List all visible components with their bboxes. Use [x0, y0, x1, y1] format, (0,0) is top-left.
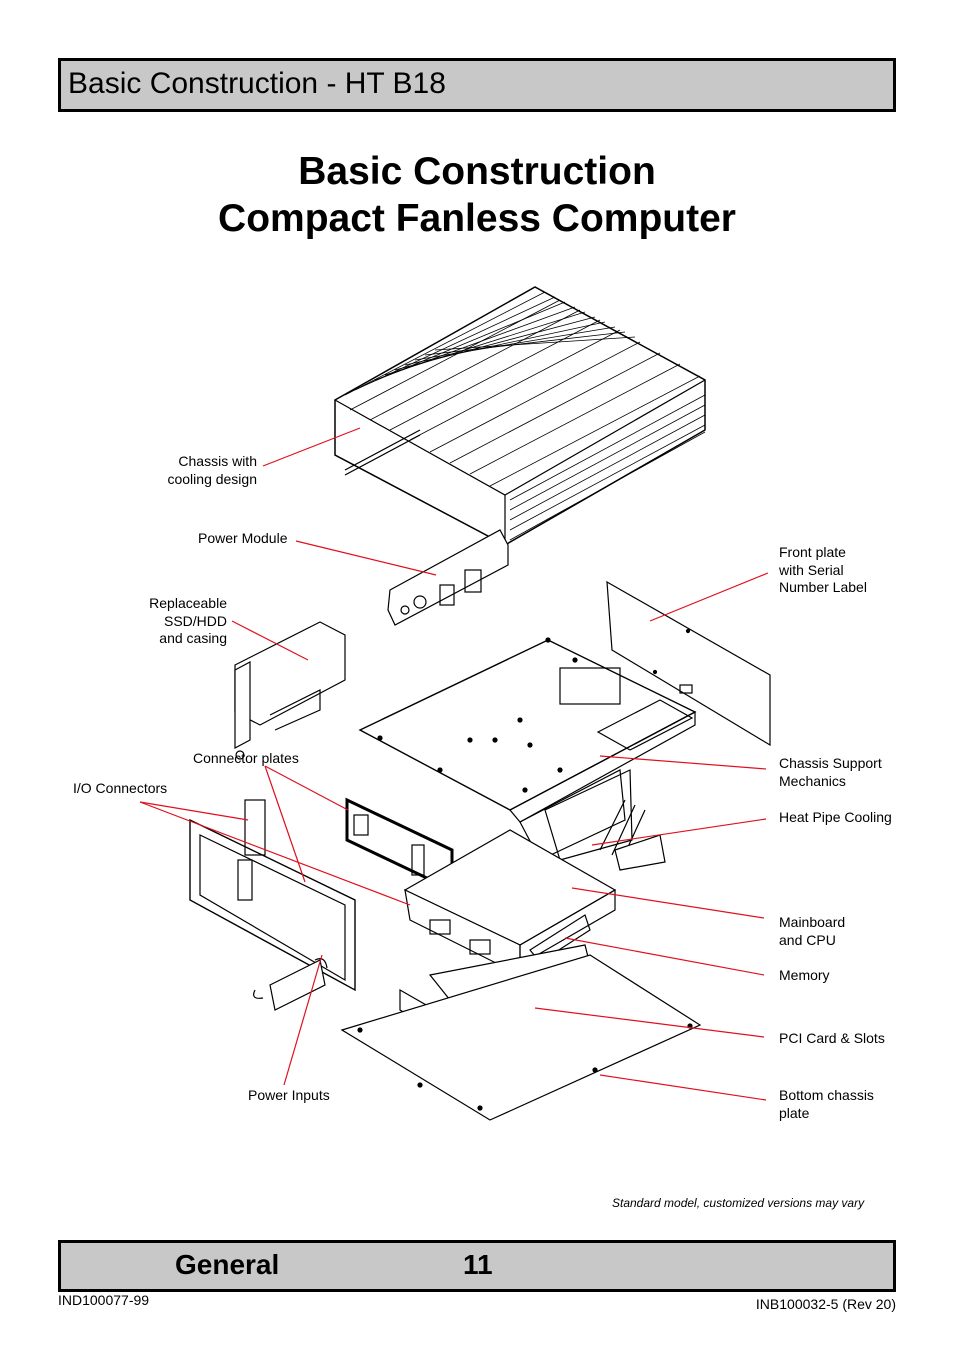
- io-frame-drawing: [189, 799, 356, 992]
- power-input-drawing: [253, 958, 328, 1011]
- label-front-plate: Front plate with Serial Number Label: [779, 544, 867, 595]
- power-module-drawing: [387, 529, 509, 626]
- footer-section: General: [175, 1249, 280, 1280]
- label-ssd: Replaceable SSD/HDD and casing: [149, 595, 227, 646]
- front-plate-drawing: [606, 580, 771, 747]
- label-power-module: Power Module: [198, 530, 288, 546]
- label-chassis: Chassis with cooling design: [167, 453, 257, 487]
- label-bottom-plate: Bottom chassis plate: [779, 1087, 874, 1121]
- model-note: Standard model, customized versions may …: [612, 1196, 865, 1210]
- label-memory: Memory: [779, 967, 830, 983]
- doc-id-left: IND100077-99: [58, 1292, 150, 1308]
- ssd-drawing: [234, 621, 346, 760]
- label-mainboard: Mainboard and CPU: [779, 914, 846, 948]
- main-title-line1: Basic Construction: [298, 150, 656, 193]
- page-number: 11: [463, 1249, 493, 1280]
- header-bar: Basic Construction - HT B18: [58, 58, 896, 112]
- label-pci: PCI Card & Slots: [779, 1030, 885, 1046]
- bottom-plate-drawing: [340, 954, 702, 1121]
- doc-id-right: INB100032-5 (Rev 20): [755, 1296, 896, 1312]
- chassis-drawing: [334, 286, 706, 546]
- label-connector-plates: Connector plates: [193, 750, 299, 766]
- header-title: Basic Construction - HT B18: [68, 67, 446, 100]
- heat-pipe-drawing: [599, 799, 666, 871]
- label-chassis-support: Chassis Support Mechanics: [779, 755, 882, 789]
- label-io-connectors: I/O Connectors: [73, 780, 168, 796]
- label-power-inputs: Power Inputs: [248, 1087, 330, 1103]
- leader-lines: [139, 427, 769, 1101]
- chassis-support-drawing: [358, 637, 697, 861]
- main-title-line2: Compact Fanless Computer: [218, 197, 736, 240]
- label-heat-pipe: Heat Pipe Cooling: [779, 809, 892, 825]
- footer-bar: General 11: [58, 1240, 896, 1292]
